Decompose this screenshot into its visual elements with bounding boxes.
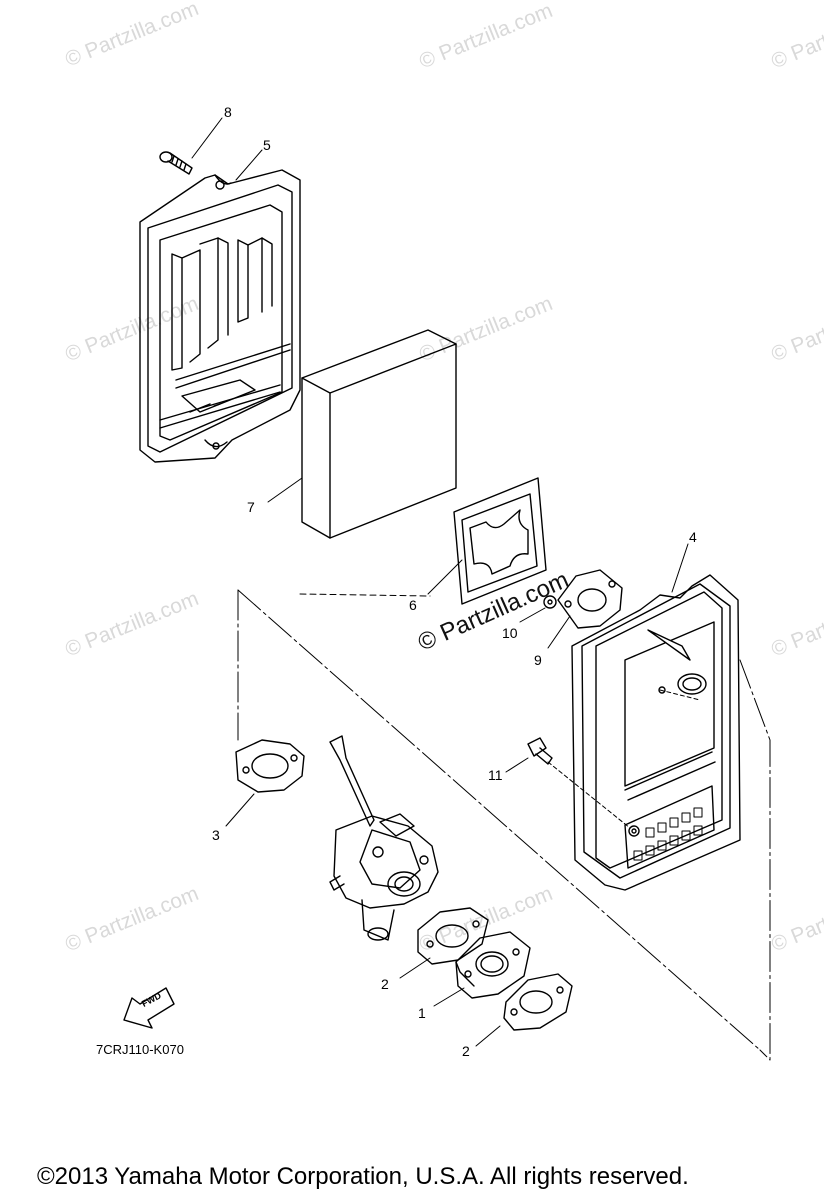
assembly-lines	[237, 589, 771, 1061]
callout-2-upper: 2	[381, 976, 389, 992]
gasket-part-2-upper	[399, 907, 489, 979]
air-cleaner-case-part-4	[571, 543, 741, 891]
callout-3: 3	[212, 827, 220, 843]
callout-4: 4	[689, 529, 697, 545]
callout-11: 11	[488, 767, 503, 783]
callout-10: 10	[502, 625, 518, 641]
callout-8: 8	[224, 104, 232, 120]
carburetor-assembly	[329, 735, 439, 941]
callout-7: 7	[247, 499, 255, 515]
filter-element-part-7	[267, 329, 457, 539]
screw-part-8	[159, 117, 223, 175]
washer-part-10	[519, 595, 557, 623]
fwd-arrow-icon	[123, 987, 175, 1029]
diagram-code: 7CRJ110-K070	[96, 1042, 184, 1057]
callout-2-lower: 2	[462, 1043, 470, 1059]
bolt-part-11	[505, 737, 553, 773]
callout-6: 6	[409, 597, 417, 613]
gasket-part-2-lower	[475, 973, 573, 1047]
callout-5: 5	[263, 137, 271, 153]
callout-9: 9	[534, 652, 542, 668]
gasket-part-3	[225, 739, 305, 827]
gasket-part-9	[547, 569, 623, 649]
gasket-part-6	[427, 477, 547, 605]
insulator-part-1	[433, 931, 531, 1007]
callout-1: 1	[418, 1005, 426, 1021]
air-cleaner-case-part-5	[139, 149, 301, 463]
copyright-notice: ©2013 Yamaha Motor Corporation, U.S.A. A…	[37, 1163, 689, 1190]
